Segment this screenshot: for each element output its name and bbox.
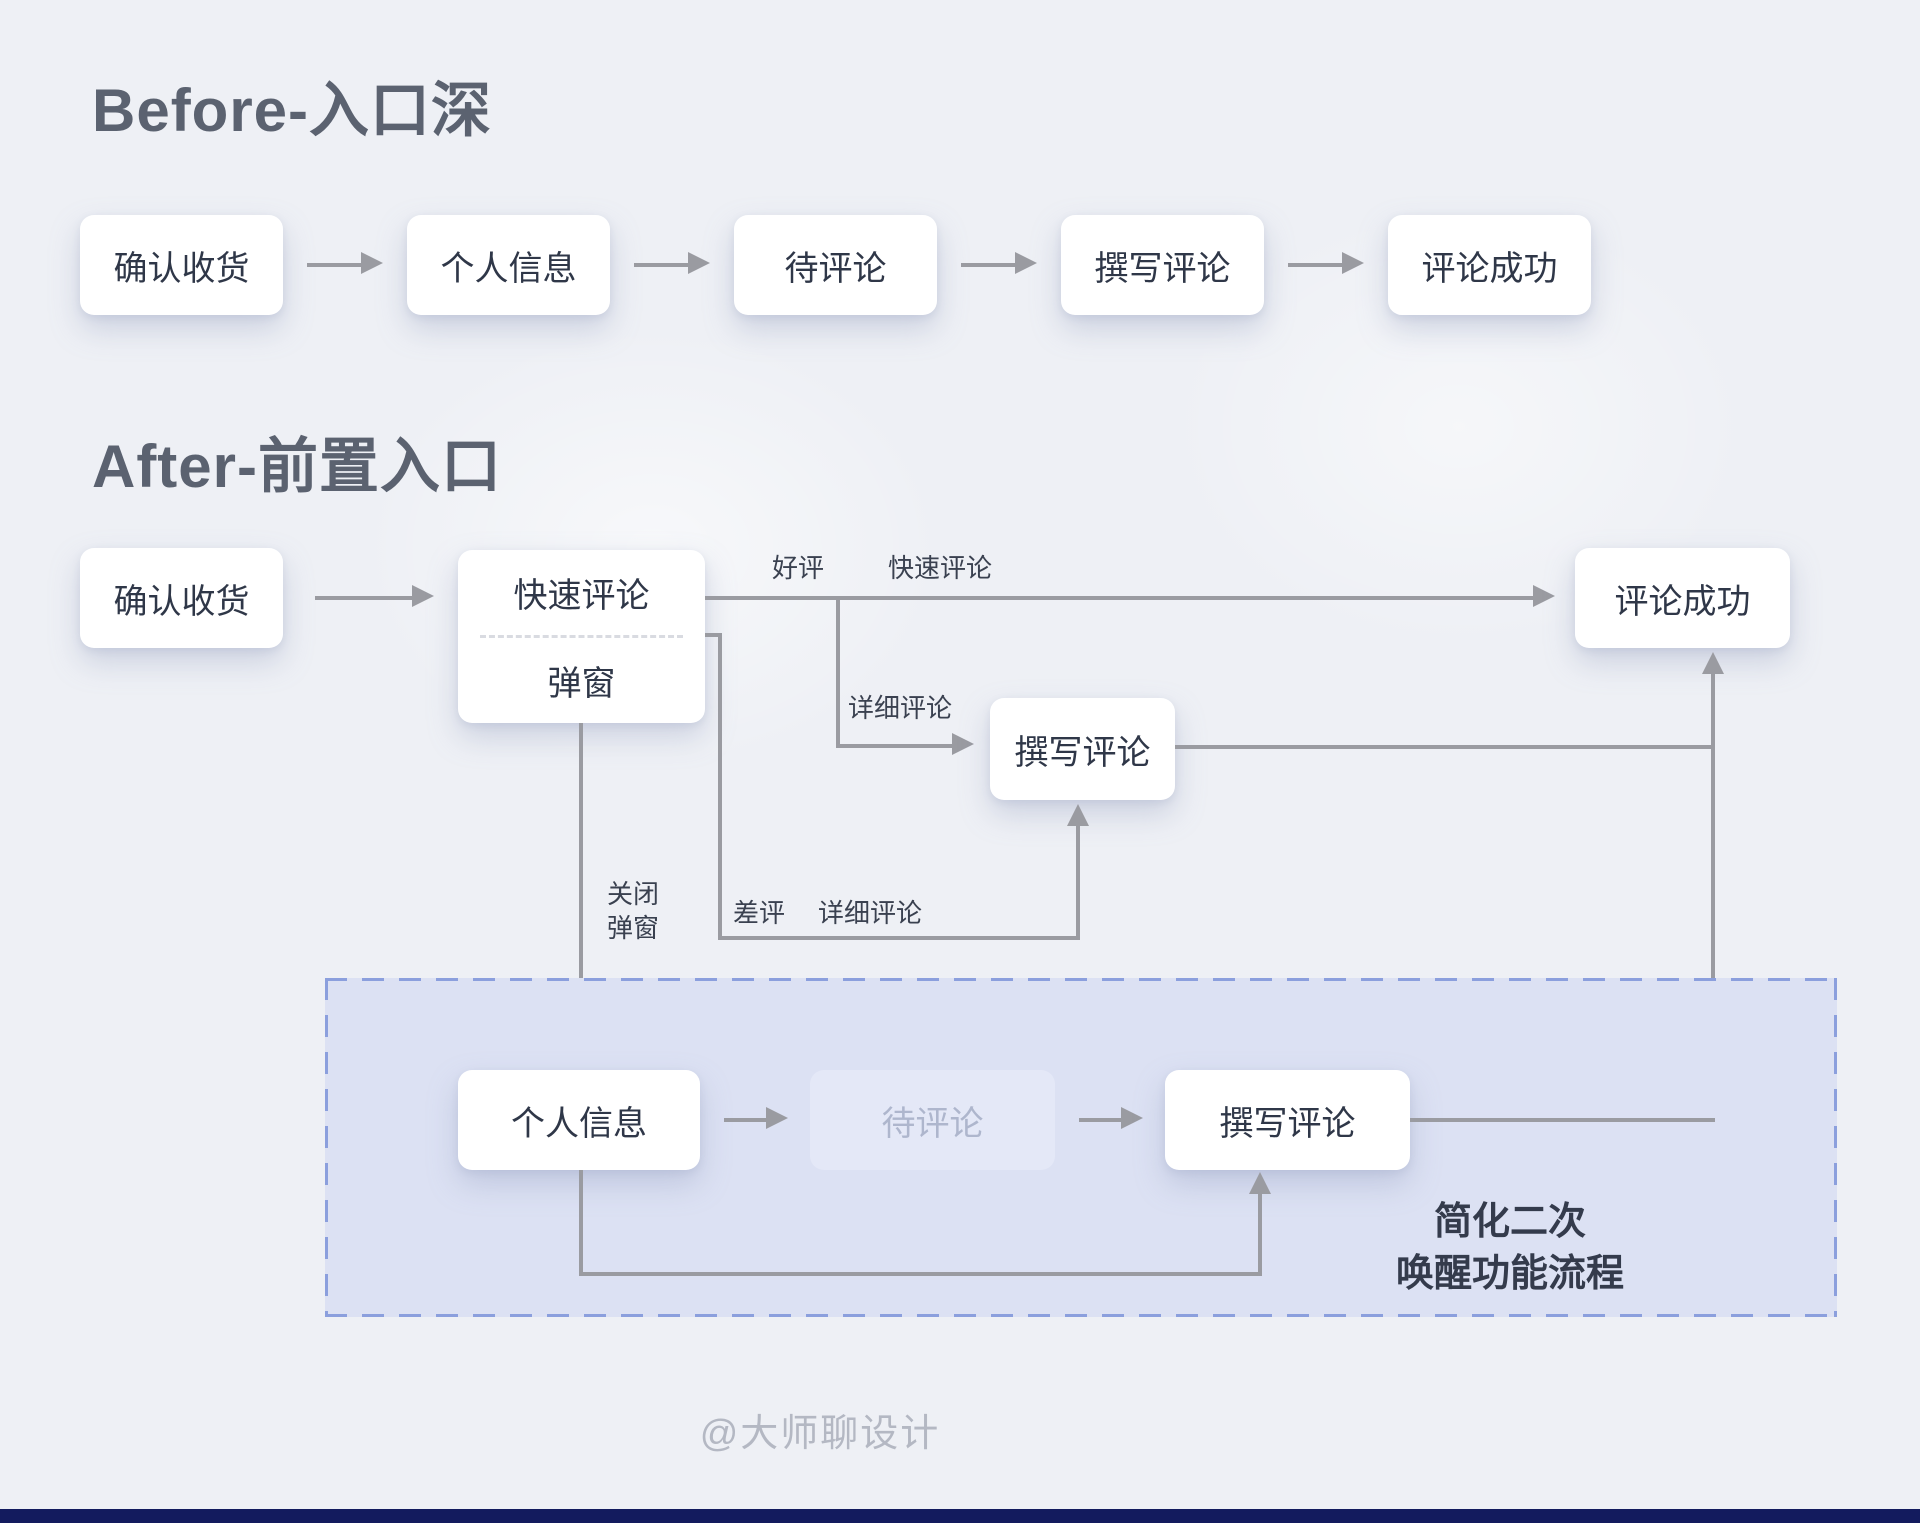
node-label: 个人信息 xyxy=(440,249,577,288)
node-label: 撰写评论 xyxy=(1014,733,1151,772)
bottom-accent-bar xyxy=(0,1509,1920,1523)
panel-border-bottom xyxy=(325,1314,1837,1317)
arrow-right-icon xyxy=(1533,585,1555,607)
panel-border-right xyxy=(1834,978,1837,1317)
node-label: 撰写评论 xyxy=(1094,249,1231,288)
popup-title: 快速评论 xyxy=(513,577,650,615)
arrow-right-icon xyxy=(688,252,710,274)
arrow-right-icon xyxy=(361,252,383,274)
node-label: 评论成功 xyxy=(1421,249,1558,288)
node-label: 评论成功 xyxy=(1614,582,1751,621)
panel-caption-line2: 唤醒功能流程 xyxy=(1395,1253,1624,1295)
panel-border-top xyxy=(325,978,1837,981)
connector-line xyxy=(1079,1118,1121,1122)
after-node-write-review: 撰写评论 xyxy=(990,698,1175,800)
connector-line xyxy=(307,263,361,267)
connector-line xyxy=(961,263,1015,267)
before-node-review-success: 评论成功 xyxy=(1388,215,1591,315)
after-node-review-success: 评论成功 xyxy=(1575,548,1790,648)
arrow-right-icon xyxy=(412,585,434,607)
before-section-title: Before-入口深 xyxy=(92,77,493,144)
panel-border-left xyxy=(325,978,328,1317)
panel-node-pending-review-disabled: 待评论 xyxy=(810,1070,1055,1170)
before-node-profile: 个人信息 xyxy=(407,215,610,315)
panel-caption-line1: 简化二次 xyxy=(1433,1201,1586,1243)
node-label: 待评论 xyxy=(881,1104,984,1143)
arrow-right-icon xyxy=(952,733,974,755)
label-quick-review: 快速评论 xyxy=(888,553,993,583)
connector-line xyxy=(1175,745,1715,749)
connector-line-close-popup xyxy=(579,723,583,1040)
connector-line-good-review xyxy=(705,596,1533,600)
node-label: 撰写评论 xyxy=(1219,1104,1356,1143)
label-close-popup-line2: 弹窗 xyxy=(607,913,660,943)
connector-line xyxy=(1410,1118,1715,1122)
connector-line xyxy=(579,1272,1262,1276)
arrow-right-icon xyxy=(766,1107,788,1129)
panel-node-profile: 个人信息 xyxy=(458,1070,700,1170)
before-node-confirm-receipt: 确认收货 xyxy=(80,215,283,315)
after-node-confirm-receipt: 确认收货 xyxy=(80,548,283,648)
node-label: 个人信息 xyxy=(511,1104,647,1143)
node-label: 确认收货 xyxy=(113,582,250,621)
popup-subtitle: 弹窗 xyxy=(547,665,616,703)
connector-line xyxy=(724,1118,766,1122)
connector-line xyxy=(705,633,722,637)
label-detailed-review-mid: 详细评论 xyxy=(848,693,953,723)
connector-line xyxy=(836,600,840,746)
panel-caption: 简化二次 唤醒功能流程 xyxy=(1320,1196,1700,1300)
node-label: 待评论 xyxy=(784,249,887,288)
connector-line xyxy=(1288,263,1342,267)
connector-line xyxy=(718,633,722,938)
panel-node-write-review: 撰写评论 xyxy=(1165,1070,1410,1170)
arrow-right-icon xyxy=(1342,252,1364,274)
connector-line xyxy=(1258,1194,1262,1276)
label-bad-review: 差评 xyxy=(733,898,786,928)
after-node-quick-review-popup: 快速评论 弹窗 xyxy=(458,550,705,723)
before-node-pending-review: 待评论 xyxy=(734,215,937,315)
watermark-credit: @大师聊设计 xyxy=(699,1413,941,1455)
connector-line xyxy=(1711,674,1715,1122)
after-section-title: After-前置入口 xyxy=(92,433,502,500)
arrow-up-icon xyxy=(1702,652,1724,674)
connector-line xyxy=(718,936,1080,940)
node-label: 确认收货 xyxy=(113,249,250,288)
label-close-popup-line1: 关闭 xyxy=(607,879,660,909)
label-good-review: 好评 xyxy=(772,553,825,583)
arrow-up-icon xyxy=(1067,804,1089,826)
arrow-up-icon xyxy=(1249,1172,1271,1194)
label-detailed-review-low: 详细评论 xyxy=(818,898,923,928)
arrow-right-icon xyxy=(1015,252,1037,274)
before-node-write-review: 撰写评论 xyxy=(1061,215,1264,315)
popup-divider xyxy=(480,635,683,638)
connector-line xyxy=(315,596,412,600)
connector-line xyxy=(634,263,688,267)
connector-line xyxy=(1076,826,1080,938)
connector-line xyxy=(579,1170,583,1276)
arrow-right-icon xyxy=(1121,1107,1143,1129)
connector-line xyxy=(836,744,952,748)
